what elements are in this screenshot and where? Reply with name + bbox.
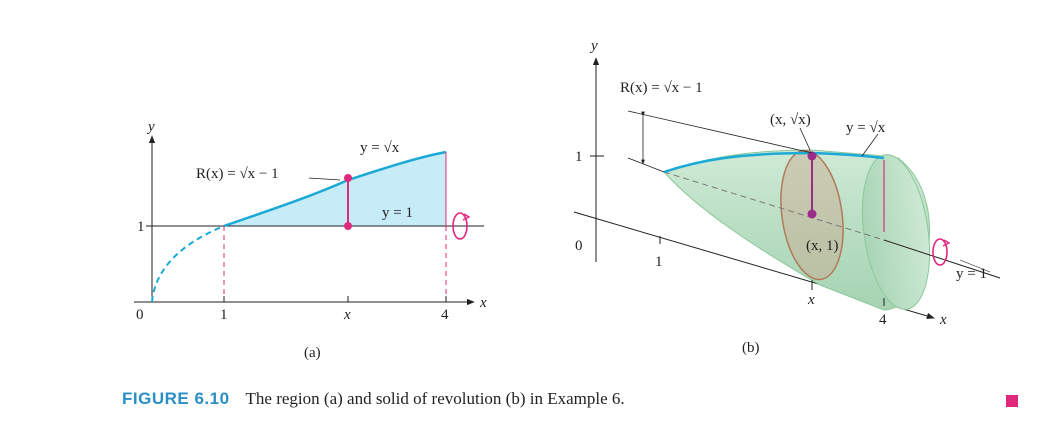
- y-axis-label-a: y: [146, 119, 155, 135]
- radius-bottom-point-a: [344, 222, 352, 230]
- tick-label-x-a: x: [343, 307, 351, 323]
- point-top-leader: [799, 127, 811, 151]
- curve-dashed-part: [151, 225, 225, 303]
- line-label-leader-b: [959, 259, 991, 273]
- figure-caption: FIGURE 6.10 The region (a) and solid of …: [122, 389, 625, 409]
- solid-end-cap: [862, 154, 930, 310]
- curve-label-a: y = √x: [360, 140, 400, 156]
- radius-top-point-a: [344, 174, 352, 182]
- radius-bottom-point-b: [807, 209, 817, 219]
- end-of-example-marker-icon: [1006, 395, 1018, 407]
- radius-label-b: R(x) = √x − 1: [620, 80, 703, 96]
- panel-label-b: (b): [742, 340, 760, 356]
- tick-label-x-b: x: [807, 292, 815, 308]
- curve-label-leader-b: [861, 133, 879, 157]
- y-tick-label-1-b: 1: [575, 149, 583, 165]
- y-axis-label-b: y: [589, 38, 598, 54]
- tick-label-1-a: 1: [220, 307, 228, 323]
- point-axis-label: (x, 1): [806, 238, 839, 254]
- x-axis-label-b: x: [939, 312, 947, 328]
- tick-label-1-b: 1: [655, 254, 663, 270]
- tick-label-4-a: 4: [441, 307, 449, 323]
- tick-label-0-a: 0: [136, 307, 144, 323]
- caption-text: The region (a) and solid of revolution (…: [245, 389, 625, 408]
- panel-b: y x 0 1 1 x 4 R(x) = √x − 1 (x, √x) y = …: [573, 38, 1001, 356]
- curve-label-b: y = √x: [846, 120, 886, 136]
- point-top-label: (x, √x): [770, 112, 811, 128]
- panel-label-a: (a): [304, 345, 321, 361]
- x-axis-label-a: x: [479, 295, 487, 311]
- rotation-arrow-icon: [932, 238, 951, 266]
- radius-label-leader-a: [308, 177, 341, 181]
- y-tick-label-1-a: 1: [137, 219, 145, 235]
- axis-of-revolution-line: [883, 239, 1001, 279]
- tick-label-4-b: 4: [879, 312, 887, 328]
- line-label-b: y = 1: [956, 266, 987, 282]
- radius-label-a: R(x) = √x − 1: [196, 166, 279, 182]
- rotation-arrow-icon: [452, 212, 471, 240]
- panel-a: y x 0 1 x 4 1 y = √x R(x) = √x − 1 y = 1…: [134, 119, 487, 361]
- axis-of-revolution-dashed: [663, 171, 885, 241]
- dimension-line-top: [627, 110, 813, 154]
- figure-number: FIGURE 6.10: [122, 389, 230, 408]
- radius-top-point-b: [807, 151, 817, 161]
- line-label-a: y = 1: [382, 205, 413, 221]
- dimension-line-bottom: [627, 157, 665, 173]
- tick-label-0-b: 0: [575, 238, 583, 254]
